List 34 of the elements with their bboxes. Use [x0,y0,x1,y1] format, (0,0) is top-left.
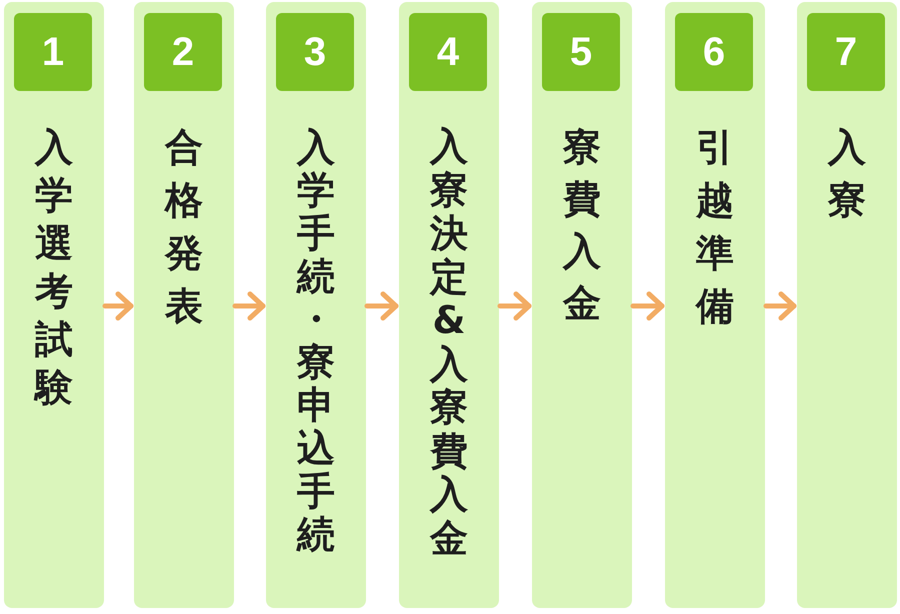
arrow [364,292,398,320]
step-number: 6 [702,32,726,72]
step-column [266,2,366,608]
arrow [102,292,134,320]
arrow [764,292,796,320]
step-label: 入学手続・寮申込手続 [297,126,335,556]
arrow [498,292,532,320]
step-column [532,2,632,608]
step-number: 2 [172,32,194,72]
step-column [797,2,897,608]
step-number: 1 [42,32,64,72]
step-number: 3 [304,32,326,72]
step-number: 4 [436,32,460,72]
number-badge [409,13,487,91]
number-badge [542,13,620,91]
number-badge [675,13,753,91]
step-label: 寮費入金 [563,124,601,327]
arrow [232,292,266,320]
step-label: 引越準備 [696,124,734,330]
arrow [630,292,664,320]
number-badge [807,13,885,91]
number-badge [144,13,222,91]
step-label: 合格発表 [165,124,203,330]
step-column [134,2,234,608]
step-label: 入寮決定&入寮費入金 [430,125,468,560]
step-column [4,2,104,608]
step-column [399,2,499,608]
number-badge [276,13,354,91]
step-number: 7 [834,32,858,72]
step-column [665,2,765,608]
number-badge [14,13,92,91]
step-label: 入寮 [828,124,866,224]
step-number: 5 [570,32,592,72]
step-label: 入学選考試験 [35,124,73,411]
